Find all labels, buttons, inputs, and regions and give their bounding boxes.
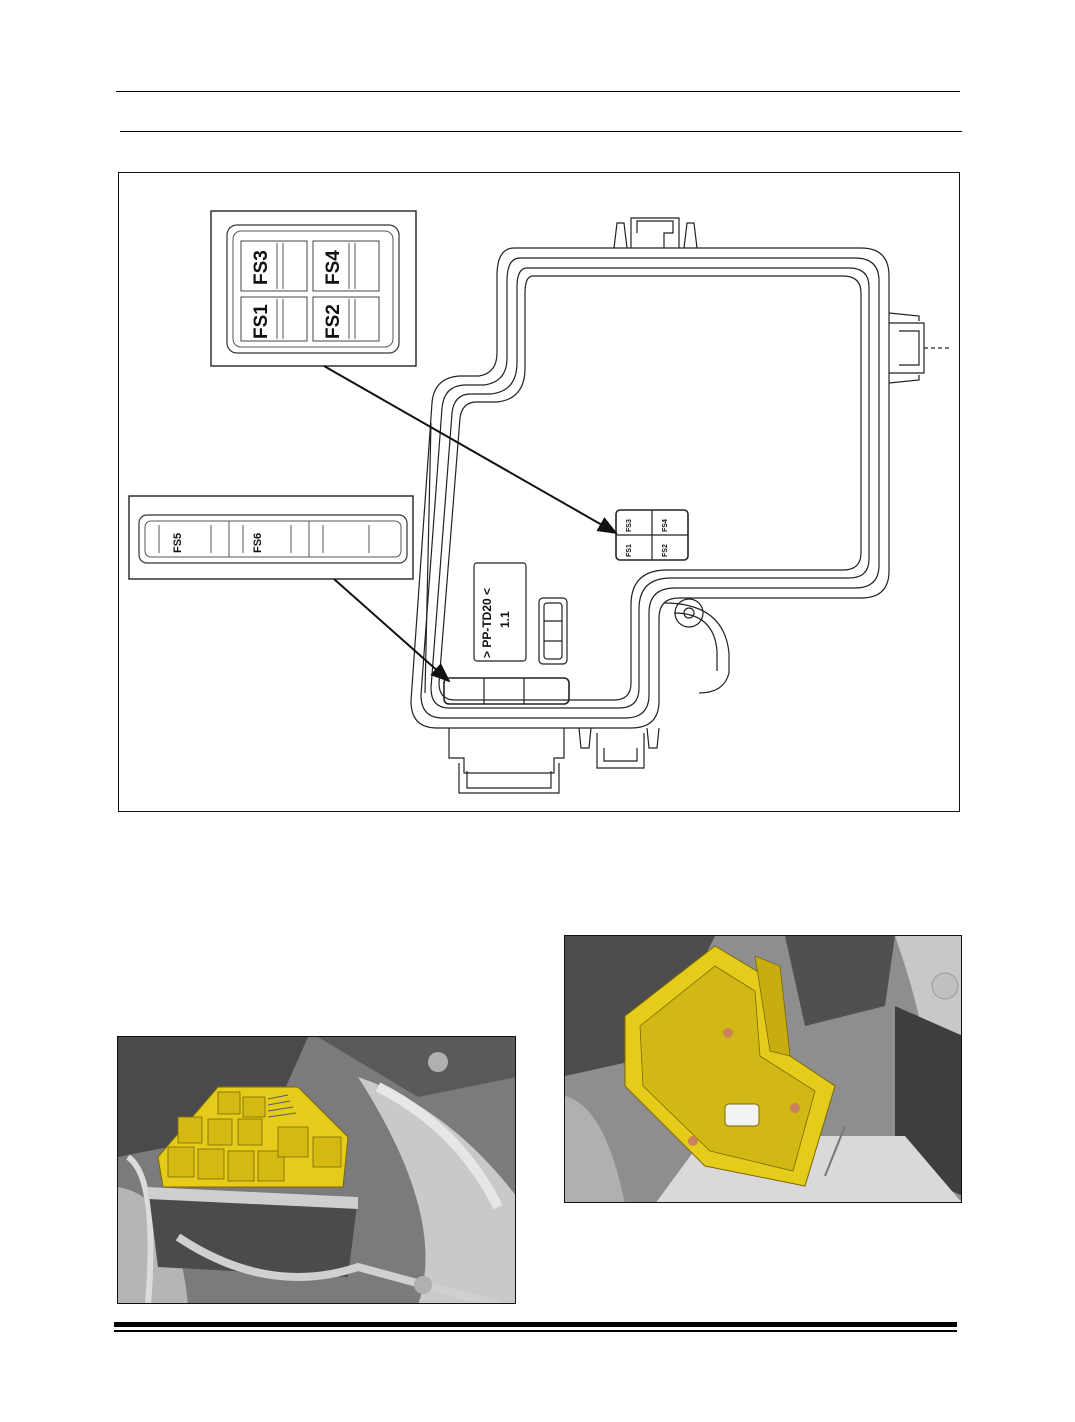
housing-tray bbox=[624, 945, 836, 1187]
zoom-label-fs6: FS6 bbox=[252, 533, 264, 553]
small-label-fs3: FS3 bbox=[626, 519, 633, 532]
footer-rule-thick bbox=[114, 1322, 957, 1327]
fuse-box-cover-drawing: FS3 FS4 FS1 FS2 > PP-TD20 < 1.1 bbox=[128, 210, 949, 794]
zoom-label-fs3: FS3 bbox=[251, 250, 272, 285]
zoom-label-fs4: FS4 bbox=[323, 250, 344, 285]
small-label-fs1: FS1 bbox=[626, 544, 633, 557]
housing-marking-line2: 1.1 bbox=[498, 611, 512, 628]
photo-fuse-box-housing bbox=[564, 935, 962, 1203]
header-rule-top bbox=[116, 91, 960, 92]
zoom-box-fs5-fs6: FS5 FS6 bbox=[128, 495, 414, 580]
small-label-fs2: FS2 bbox=[662, 544, 669, 557]
housing-outline bbox=[410, 247, 890, 729]
footer-rule-thin bbox=[114, 1330, 957, 1332]
header-rule-bottom bbox=[120, 131, 962, 132]
zoom-label-fs5: FS5 bbox=[172, 533, 184, 553]
photo-fuse-box-installed bbox=[117, 1036, 516, 1304]
housing-marking-line1: > PP-TD20 < bbox=[480, 588, 494, 658]
relay-cluster bbox=[157, 1086, 349, 1188]
zoom-label-fs2: FS2 bbox=[323, 304, 344, 339]
housing-render bbox=[565, 936, 961, 1202]
zoom-box-fs1-fs4: FS3 FS4 FS1 FS2 bbox=[210, 210, 417, 367]
zoom-label-fs1: FS1 bbox=[251, 304, 272, 339]
fuse-box-cover-diagram: FS3 FS4 FS1 FS2 > PP-TD20 < 1.1 bbox=[118, 172, 960, 812]
pointer-arrow-bottom bbox=[333, 578, 451, 683]
pointer-arrow-top bbox=[323, 365, 618, 534]
small-label-fs4: FS4 bbox=[662, 519, 669, 532]
fuse-box-render bbox=[118, 1037, 515, 1303]
